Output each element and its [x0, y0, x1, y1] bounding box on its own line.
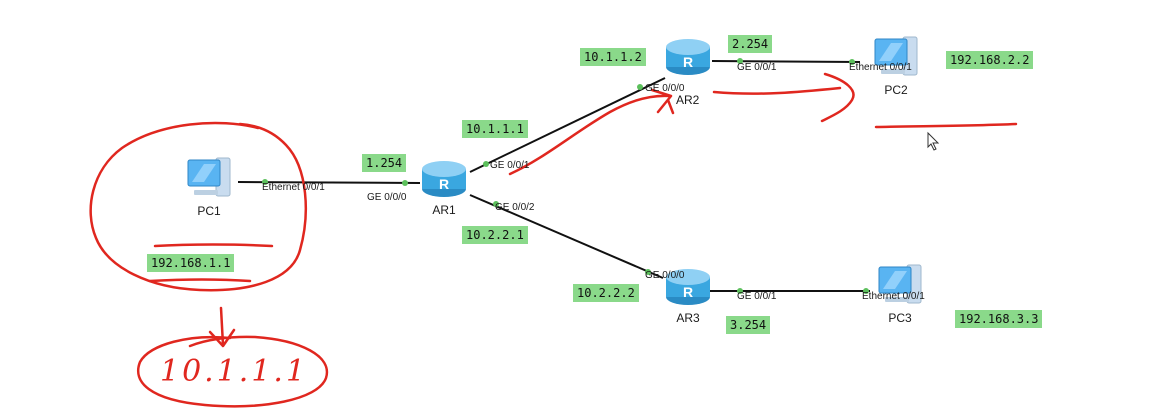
- ar2-node[interactable]: R: [660, 33, 716, 79]
- mouse-cursor-icon: [927, 131, 940, 151]
- ip-label-ar2-ge000: 10.1.1.2: [580, 48, 646, 66]
- ar1-label: AR1: [432, 203, 456, 217]
- pc2-label: PC2: [884, 83, 908, 97]
- ip-label-pc1: 192.168.1.1: [147, 254, 235, 272]
- pc3-node[interactable]: PC3: [870, 261, 930, 325]
- svg-text:R: R: [683, 284, 693, 300]
- port-label-ar2-ge000: GE 0/0/0: [645, 83, 685, 94]
- ip-label-ar2-ge001: 2.254: [728, 35, 773, 53]
- ink-annotations: [89, 72, 1018, 408]
- ip-label-ar1-ge001: 10.1.1.1: [462, 120, 528, 138]
- handwritten-note: 10.1.1.1: [160, 354, 309, 389]
- link-ar1-ar3: [469, 194, 664, 279]
- ink-underline-2: [148, 278, 252, 283]
- ip-label-ar3-ge000: 10.2.2.2: [573, 284, 639, 302]
- link-ar2-pc2: [711, 60, 861, 63]
- pc1-node[interactable]: PC1: [178, 154, 240, 218]
- pc3-label: PC3: [888, 311, 912, 325]
- port-label-ar3-ge001: GE 0/0/1: [737, 291, 777, 302]
- ip-label-ar3-ge001: 3.254: [726, 316, 771, 334]
- router-icon: R: [422, 161, 466, 197]
- port-dot-ar1-ge000: [402, 180, 408, 186]
- port-dot-ar3-ge001: [737, 288, 743, 294]
- ip-label-ar1-ge000: 1.254: [362, 154, 407, 172]
- port-label-pc3-eth: Ethernet 0/0/1: [862, 291, 925, 302]
- link-pc1-ar1: [237, 181, 421, 184]
- port-label-ar3-ge000: GE 0/0/0: [645, 270, 685, 281]
- links: [237, 60, 870, 292]
- svg-text:R: R: [683, 54, 693, 70]
- port-dot-ar1-ge001: [483, 161, 489, 167]
- pc-icon: [187, 157, 231, 197]
- ar2-label: AR2: [676, 93, 700, 107]
- ink-circle-pc1: [89, 121, 308, 292]
- pc-icon: [874, 36, 918, 76]
- port-dot-ar1-ge002: [493, 201, 499, 207]
- pc-icon: [878, 264, 922, 304]
- ink-arrow-to-ar2: [508, 88, 675, 176]
- svg-text:R: R: [439, 176, 449, 192]
- port-dot-pc3: [863, 288, 869, 294]
- port-dots: [262, 58, 869, 294]
- port-dot-pc1: [262, 179, 268, 185]
- ink-underline-1: [153, 243, 274, 248]
- port-label-ar2-ge001: GE 0/0/1: [737, 62, 777, 73]
- ar3-label: AR3: [676, 311, 700, 325]
- link-ar1-ar2: [469, 77, 666, 173]
- port-dot-ar2-ge001: [737, 58, 743, 64]
- router-icon: R: [666, 269, 710, 305]
- port-label-ar1-ge000: GE 0/0/0: [367, 192, 407, 203]
- port-dot-ar2-ge000: [637, 84, 643, 90]
- pc2-node[interactable]: PC2: [866, 33, 926, 97]
- port-label-ar1-ge001: GE 0/0/1: [490, 160, 530, 171]
- pc1-label: PC1: [197, 204, 221, 218]
- ar3-node[interactable]: R AR3: [660, 263, 716, 325]
- port-label-pc1-eth: Ethernet 0/0/1: [262, 182, 325, 193]
- ip-label-pc3: 192.168.3.3: [955, 310, 1043, 328]
- ink-arrow-ar2-pc2: [712, 72, 855, 123]
- port-dot-pc2: [849, 59, 855, 65]
- ip-label-pc2: 192.168.2.2: [946, 51, 1034, 69]
- ip-label-ar1-ge002: 10.2.2.1: [462, 226, 528, 244]
- port-label-pc2-eth: Ethernet 0/0/1: [849, 62, 912, 73]
- ar1-node[interactable]: R AR1: [416, 155, 472, 217]
- ink-underline-pc2: [874, 122, 1018, 129]
- port-label-ar1-ge002: GE 0/0/2: [495, 202, 535, 213]
- port-dot-ar3-ge000: [645, 269, 651, 275]
- router-icon: R: [666, 39, 710, 75]
- ink-circle-note: [137, 335, 329, 408]
